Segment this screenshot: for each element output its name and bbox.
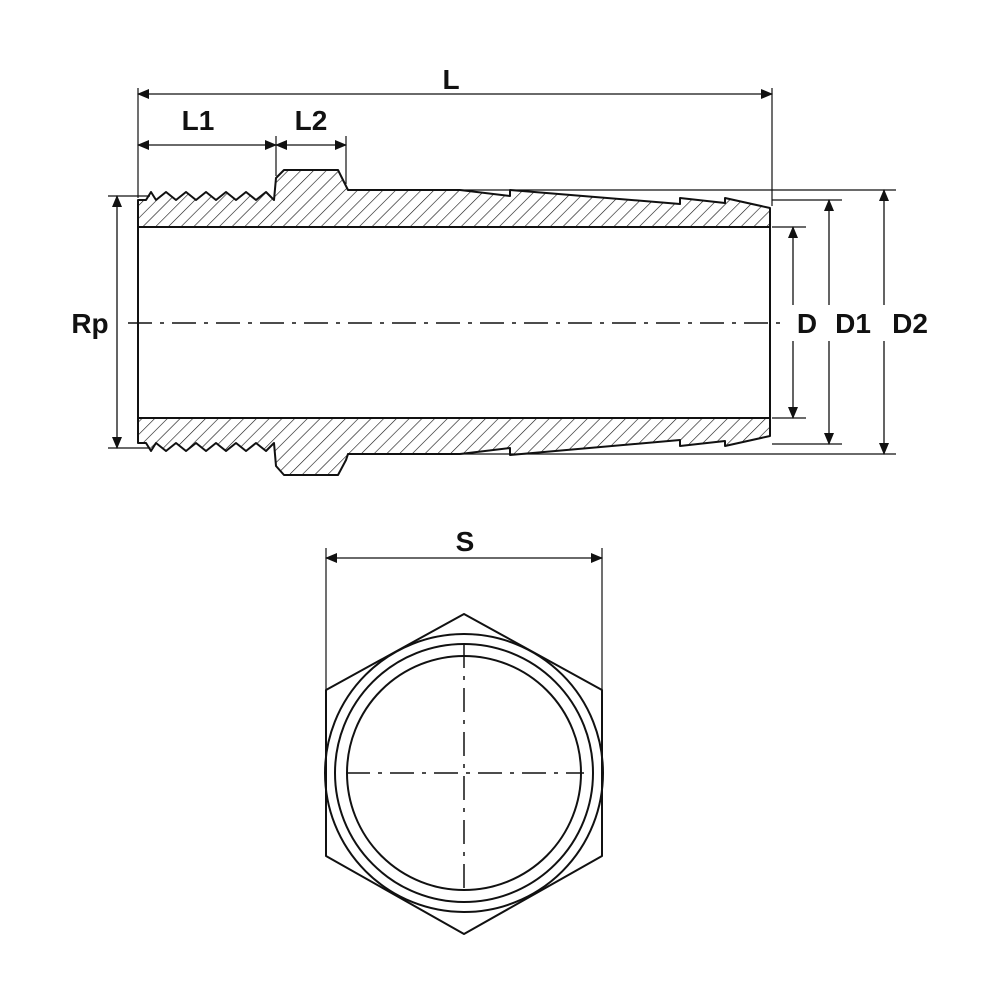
upper-wall-section [137,169,771,228]
dimension-label-d1: D1 [835,308,871,339]
outer-thread-circle [324,633,604,913]
dimension-label-s: S [456,526,475,557]
dimension-label-l: L [442,64,459,95]
dimension-label-l1: L1 [182,105,215,136]
side-section-view: L L1 L2 Rp D D1 D2 [66,64,928,476]
dimension-label-rp: Rp [71,308,108,339]
dimension-label-d2: D2 [892,308,928,339]
dimension-label-d: D [797,308,817,339]
end-view: S [324,526,604,935]
lower-wall-section [137,417,771,476]
dimension-label-l2: L2 [295,105,328,136]
